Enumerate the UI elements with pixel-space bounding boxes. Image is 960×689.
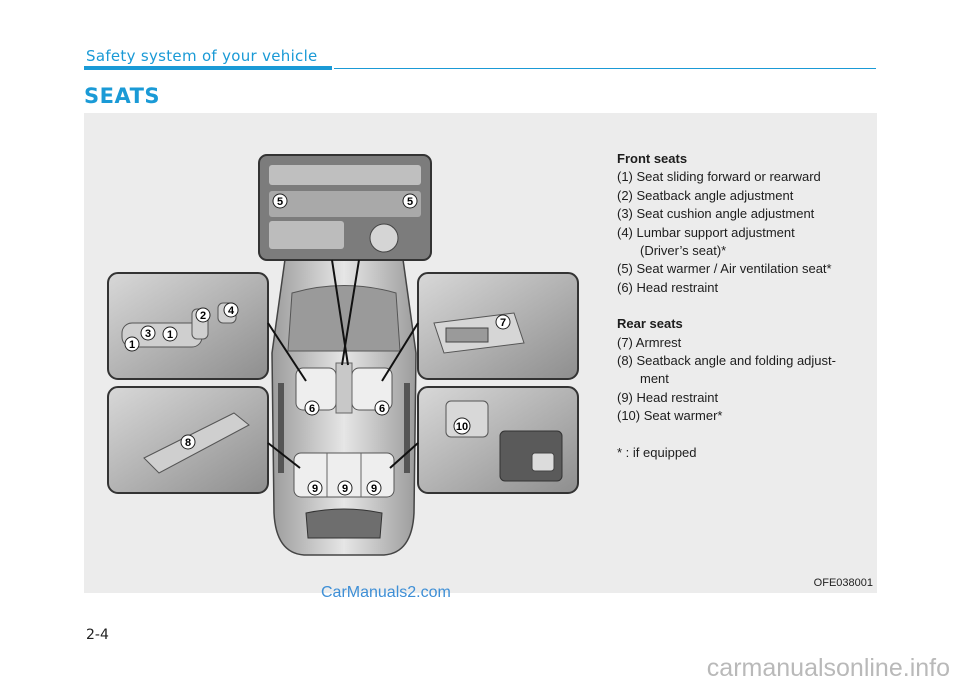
seat-warmer-switch-image <box>418 387 578 493</box>
callout-5b: 5 <box>403 194 417 208</box>
legend-footnote: * : if equipped <box>617 444 867 462</box>
legend-item: (5) Seat warmer / Air ventilation seat* <box>617 260 867 278</box>
svg-text:1: 1 <box>167 329 173 341</box>
svg-text:8: 8 <box>185 437 191 449</box>
page-heading: SEATS <box>84 84 160 108</box>
legend-item: (4) Lumbar support adjustment <box>617 224 867 242</box>
svg-text:7: 7 <box>500 317 506 329</box>
svg-text:6: 6 <box>379 403 385 415</box>
legend-item: (6) Head restraint <box>617 279 867 297</box>
legend-rear-heading: Rear seats <box>617 315 867 333</box>
legend-item: (8) Seatback angle and folding adjust- <box>617 352 867 370</box>
figure-panel: 1 3 1 2 4 5 5 6 6 7 8 9 9 9 10 Front sea… <box>84 113 877 593</box>
figure-legend: Front seats (1) Seat sliding forward or … <box>617 150 867 462</box>
figure-code: OFE038001 <box>814 577 873 589</box>
console-panel-image <box>259 155 431 260</box>
callout-4: 4 <box>224 303 238 317</box>
callout-6a: 6 <box>305 401 319 415</box>
svg-text:1: 1 <box>129 339 135 351</box>
svg-text:9: 9 <box>312 483 318 495</box>
svg-text:2: 2 <box>200 310 206 322</box>
header-rule-thick <box>84 66 332 70</box>
site-watermark: carmanualsonline.info <box>707 654 950 683</box>
page-number: 2-4 <box>86 627 109 643</box>
callout-5a: 5 <box>273 194 287 208</box>
callout-9a: 9 <box>308 481 322 495</box>
callout-10: 10 <box>454 418 470 434</box>
svg-text:5: 5 <box>277 196 283 208</box>
callout-1b: 1 <box>163 327 177 341</box>
seat-diagram-illustration: 1 3 1 2 4 5 5 6 6 7 8 9 9 9 10 <box>84 113 604 593</box>
legend-item: (3) Seat cushion angle adjustment <box>617 205 867 223</box>
section-title: Safety system of your vehicle <box>86 47 318 65</box>
header-rule-thin <box>334 68 876 70</box>
callout-6b: 6 <box>375 401 389 415</box>
svg-text:9: 9 <box>342 483 348 495</box>
svg-text:4: 4 <box>228 305 235 317</box>
car-top-view <box>272 234 416 555</box>
callout-9c: 9 <box>367 481 381 495</box>
svg-text:10: 10 <box>456 421 468 433</box>
legend-item-continuation: (Driver’s seat)* <box>617 242 867 260</box>
legend-item: (2) Seatback angle adjustment <box>617 187 867 205</box>
legend-item: (9) Head restraint <box>617 389 867 407</box>
callout-2: 2 <box>196 308 210 322</box>
callout-7: 7 <box>496 315 510 329</box>
seat-controls-image <box>108 273 268 379</box>
callout-8: 8 <box>181 435 195 449</box>
legend-item-continuation: ment <box>617 370 867 388</box>
callout-1a: 1 <box>125 337 139 351</box>
legend-item: (1) Seat sliding forward or rearward <box>617 168 867 186</box>
legend-item: (7) Armrest <box>617 334 867 352</box>
callout-9b: 9 <box>338 481 352 495</box>
svg-text:6: 6 <box>309 403 315 415</box>
callout-3: 3 <box>141 326 155 340</box>
legend-item: (10) Seat warmer* <box>617 407 867 425</box>
svg-text:9: 9 <box>371 483 377 495</box>
legend-front-heading: Front seats <box>617 150 867 168</box>
svg-text:3: 3 <box>145 328 151 340</box>
svg-text:5: 5 <box>407 196 413 208</box>
carmanuals-watermark[interactable]: CarManuals2.com <box>321 584 451 602</box>
